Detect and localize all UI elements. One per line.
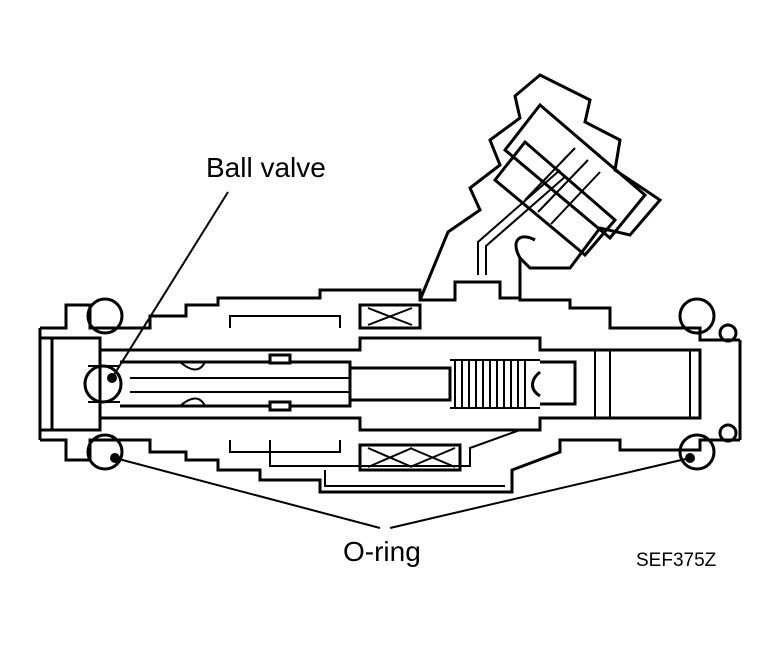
o-ring-label: O-ring: [343, 536, 421, 567]
electrical-connector: [418, 73, 663, 301]
o-ring-leader-right-dot: [685, 453, 695, 463]
figure-code: SEF375Z: [636, 550, 717, 571]
o-ring-leader-left-dot: [110, 453, 120, 463]
leader-lines: [107, 191, 695, 529]
o-ring-leader-right: [389, 457, 691, 529]
o-ring-rear-bottom: [678, 433, 716, 471]
o-rings: [86, 297, 738, 471]
o-ring-front-bottom: [86, 433, 124, 471]
ball-valve: [83, 364, 123, 404]
retainer-bottom: [718, 423, 738, 443]
o-ring-front-top: [86, 297, 124, 335]
ball-valve-label: Ball valve: [206, 152, 326, 183]
injector-body: [38, 280, 742, 494]
ball-valve-leader: [111, 191, 229, 379]
o-ring-rear-top: [678, 297, 716, 335]
o-ring-leader-left: [114, 457, 381, 529]
ball-valve-leader-dot: [107, 373, 117, 383]
retainer-top: [718, 323, 738, 343]
